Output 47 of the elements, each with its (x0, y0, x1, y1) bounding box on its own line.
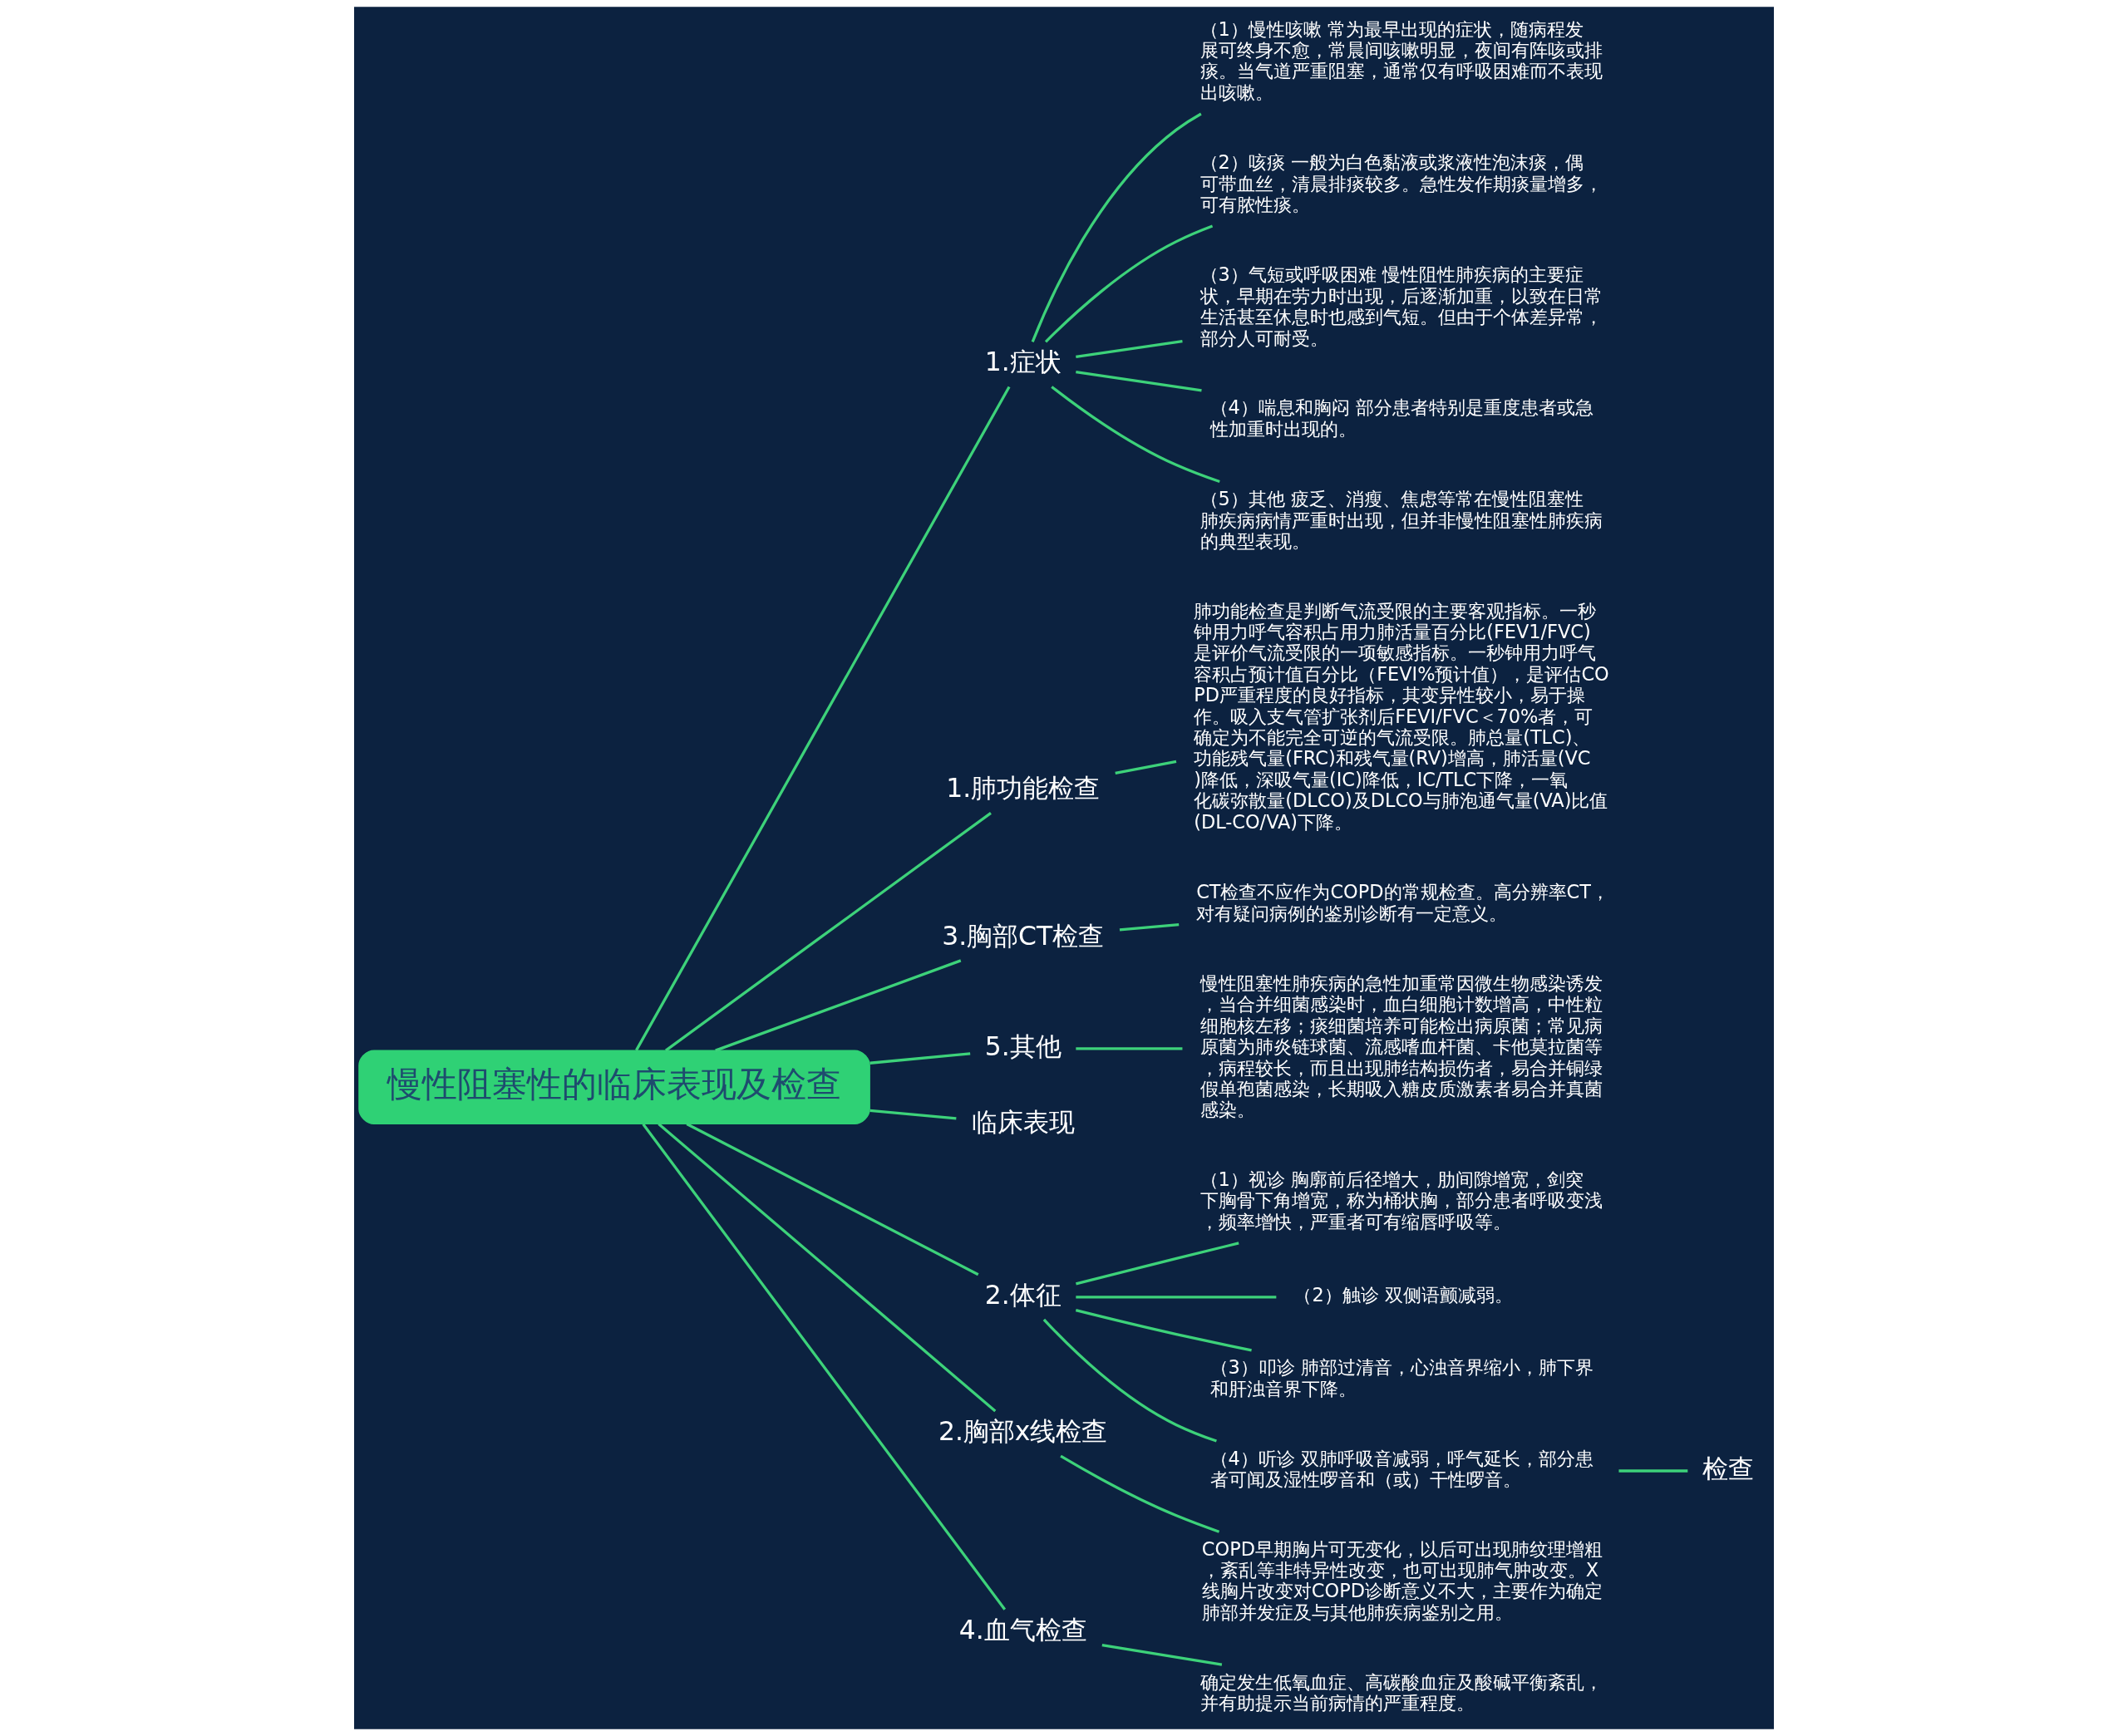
connector (1060, 1454, 1220, 1533)
connector (635, 386, 1011, 1051)
connector (869, 1052, 971, 1065)
connector (1101, 1643, 1223, 1666)
node-text: （1）慢性咳嗽 常为最早出现的症状，随病程发展可终身不愈，常晨间咳嗽明显，夜间有阵咳或排痰。当气道严重阻塞，通常仅有呼吸困难而不表现出咳嗽。 (1199, 17, 1603, 103)
connector (1076, 1242, 1239, 1286)
node-text: 临床表现 (971, 1107, 1075, 1137)
node-text: 1.症状 (984, 347, 1062, 377)
node-text: CT检查不应作为COPD的常规检查。高分辨率CT，对有疑问病例的鉴别诊断有一定意义。 (1196, 881, 1609, 924)
connector (1042, 1318, 1217, 1443)
node-box: 慢性阻塞性的临床表现及检查 (358, 1050, 870, 1125)
node-text: 慢性阻塞性肺疾病的急性加重常因微生物感染诱发，当合并细菌感染时，血白细胞计数增高，中性粒细胞核左移；痰细菌培养可能检出病原菌；常见病原菌为肺炎链球菌、流感嗜血杆菌、卡他莫拉菌等，病程较长，而且出现肺结构损伤者，易合并铜绿假单孢菌感染，长期吸入糖皮质激素者易合并真菌感染。 (1199, 971, 1603, 1121)
node-text: 3.胸部CT检查 (942, 920, 1105, 951)
node-text: （1）视诊 胸廓前后径增大，肋间隙增宽，剑突下胸骨下角增宽，称为桶状胸，部分患者呼吸变浅，频率增快，严重者可有缩唇呼吸等。 (1199, 1168, 1603, 1232)
connector (1076, 339, 1183, 359)
node-text: （3）气短或呼吸困难 慢性阻性肺疾病的主要症状，早期在劳力时出现，后逐渐加重，以致在日常生活甚至休息时也感到气短。但由于个体差异常，部分人可耐受。 (1199, 263, 1603, 349)
node-text: （5）其他 疲乏、消瘦、焦虑等常在慢性阻塞性肺疾病病情严重时出现，但并非慢性阻塞性肺疾病的典型表现。 (1199, 488, 1603, 552)
node-text: 肺功能检查是判断气流受限的主要客观指标。一秒钟用力呼气容积占用力肺活量百分比(FEV1/FVC)是评价气流受限的一项敏感指标。一秒钟用力呼气容积占预计值百分比（FEVI%预计值），是评估COPD严重程度的良好指标，其变异性较小，易于操作。吸入支气管扩张剂后FEVI/FVC＜70%者，可确定为不能完全可逆的气流受限。肺总量(TLC)、功能残气量(FRC)和残气量(RV)增高，肺活量(VC)降低，深吸气量(IC)降低，IC/TLC下降，一氧化碳弥散量(DLCO)及DLCO与肺泡通气量(VA)比值(DL-CO/VA)下降。 (1194, 599, 1609, 833)
connector (686, 1123, 979, 1276)
node-text: （4）听诊 双肺呼吸音减弱，呼气延长，部分患者可闻及湿性啰音和（或）干性啰音。 (1209, 1447, 1594, 1490)
connector (658, 1123, 997, 1413)
connector (1051, 386, 1220, 484)
node-text: （2）触诊 双侧语颤减弱。 (1293, 1284, 1513, 1306)
node-text: COPD早期胸片可无变化，以后可出现肺纹理增粗，紊乱等非特异性改变，也可出现肺气肿改变。X线胸片改变对COPD诊断意义不大，主要作为确定肺部并发症及与其他肺疾病鉴别之用。 (1201, 1537, 1603, 1623)
node-text: 2.体征 (984, 1279, 1062, 1310)
connector (1075, 1309, 1252, 1352)
connector (715, 959, 962, 1052)
node-text: 4.血气检查 (958, 1615, 1087, 1645)
node-text: 检查 (1702, 1453, 1755, 1483)
connector (1031, 112, 1202, 343)
connector (1618, 1469, 1688, 1473)
connector (642, 1123, 1007, 1611)
connector (1076, 1296, 1277, 1299)
node-text: 2.胸部x线检查 (938, 1416, 1108, 1447)
node-text: （2）咳痰 一般为白色黏液或浆液性泡沫痰，偶可带血丝，清晨排痰较多。急性发作期痰量增多，可有脓性痰。 (1199, 151, 1603, 216)
node-text: 5.其他 (984, 1030, 1062, 1061)
connector (1076, 371, 1202, 392)
connector (1115, 760, 1177, 775)
connector (1076, 1047, 1183, 1050)
connector (664, 811, 992, 1052)
node-text: （3）叩诊 肺部过清音，心浊音界缩小，肺下界和肝浊音界下降。 (1209, 1356, 1594, 1399)
connector (1044, 224, 1214, 343)
connector (1119, 922, 1180, 932)
node-text: 确定发生低氧血症、高碳酸血症及酸碱平衡紊乱，并有助提示当前病情的严重程度。 (1199, 1670, 1603, 1714)
node-text: 1.肺功能检查 (946, 773, 1101, 804)
connector (869, 1109, 957, 1120)
node-text: （4）喘息和胸闷 部分患者特别是重度患者或急性加重时出现的。 (1209, 396, 1594, 440)
